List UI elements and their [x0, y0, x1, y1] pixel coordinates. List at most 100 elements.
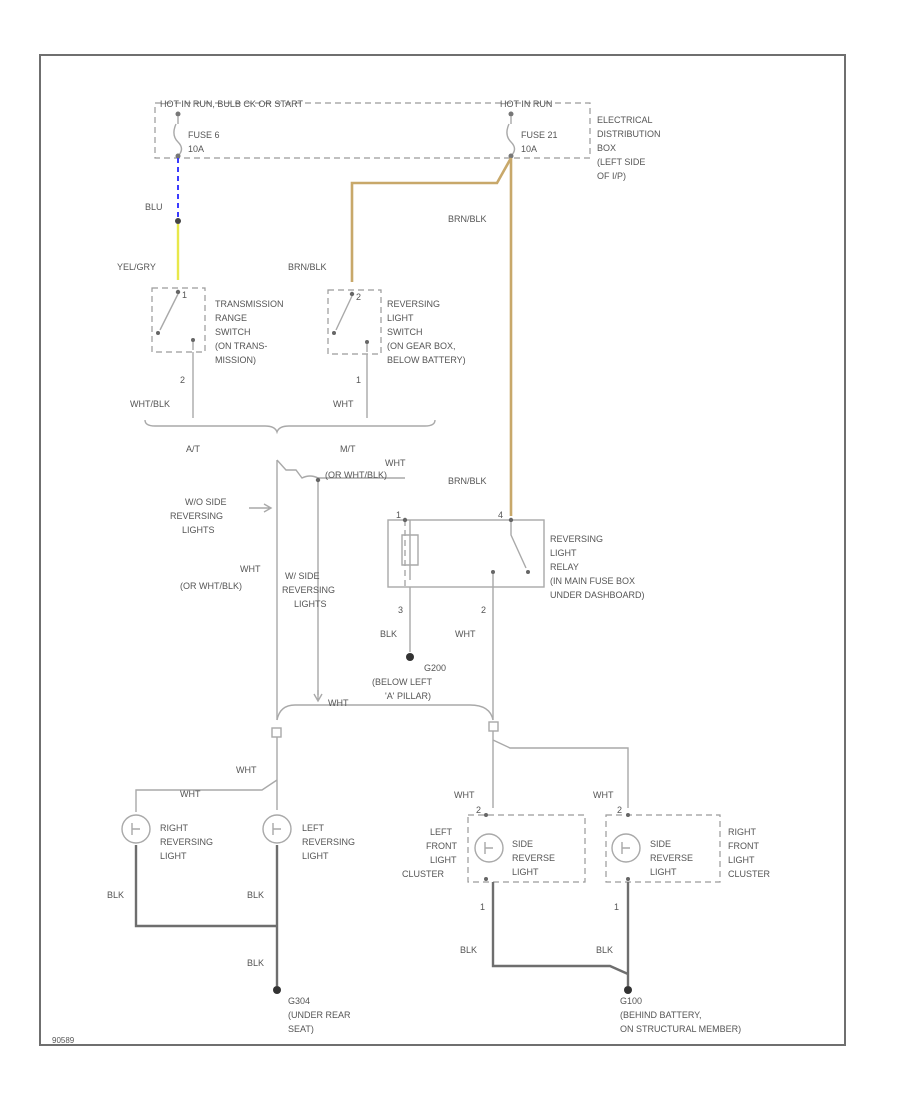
- side-lamp-right-1: SIDE: [650, 839, 671, 849]
- right-lamp-feed: [135, 779, 278, 812]
- wht-left-label-2: (OR WHT/BLK): [180, 581, 242, 591]
- option-brace: [144, 419, 436, 435]
- rev-label-3: SWITCH: [387, 327, 423, 337]
- fuse-6-rating: 10A: [188, 144, 204, 154]
- rev-label-2: LIGHT: [387, 313, 414, 323]
- right-front-cluster-2: FRONT: [728, 841, 759, 851]
- relay-label-1: REVERSING: [550, 534, 603, 544]
- hot-label-left: HOT IN RUN, BULB CK OR START: [160, 99, 304, 109]
- reversing-light-relay: 1 4 REVERSING LIGHT RELAY (IN MAIN FUSE …: [387, 510, 645, 600]
- mt-label: M/T: [340, 444, 356, 454]
- wht-side-right-label: WHT: [593, 790, 614, 800]
- right-front-cluster-4: CLUSTER: [728, 869, 771, 879]
- connector-left: [271, 727, 282, 738]
- left-front-cluster-1: LEFT: [430, 827, 453, 837]
- relay-pin-4: 4: [498, 510, 503, 520]
- w-side-note-2: REVERSING: [282, 585, 335, 595]
- rev-pin-top: 2: [356, 292, 361, 302]
- trans-label-3: SWITCH: [215, 327, 251, 337]
- left-front-cluster-2: FRONT: [426, 841, 457, 851]
- wo-side-note-1: W/O SIDE: [185, 497, 227, 507]
- g200-label-3: 'A' PILLAR): [385, 691, 431, 701]
- g100-ground: [624, 986, 632, 994]
- blk-side-left-label: BLK: [460, 945, 477, 955]
- g304-label-3: SEAT): [288, 1024, 314, 1034]
- brn-blk-wire-fuse21: [350, 157, 513, 282]
- blk-relay-label: BLK: [380, 629, 397, 639]
- trans-label-1: TRANSMISSION: [215, 299, 284, 309]
- rev-label-1: REVERSING: [387, 299, 440, 309]
- distribution-box-label-4: (LEFT SIDE: [597, 157, 645, 167]
- connector-right: [488, 721, 499, 732]
- fuse-21-rating: 10A: [521, 144, 537, 154]
- distribution-box-label-2: DISTRIBUTION: [597, 129, 661, 139]
- lamp-ground-wire-right: [134, 845, 277, 928]
- fuse-6: FUSE 6 10A: [173, 111, 220, 159]
- wht-main-wire: [276, 459, 405, 479]
- g304-label-2: (UNDER REAR: [288, 1010, 351, 1020]
- electrical-distribution-box: HOT IN RUN, BULB CK OR START HOT IN RUN …: [154, 99, 661, 181]
- relay-label-5: UNDER DASHBOARD): [550, 590, 645, 600]
- blk-lower-label: BLK: [247, 958, 264, 968]
- left-lamp-label-3: LIGHT: [302, 851, 329, 861]
- g100-label-2: (BEHIND BATTERY,: [620, 1010, 702, 1020]
- side-lamp-left-2: REVERSE: [512, 853, 555, 863]
- side-lamp-right-3: LIGHT: [650, 867, 677, 877]
- wht-relay-label: WHT: [455, 629, 476, 639]
- wo-side-note-3: LIGHTS: [182, 525, 215, 535]
- trans-label-4: (ON TRANS-: [215, 341, 267, 351]
- fuse-21-name: FUSE 21: [521, 130, 558, 140]
- right-front-cluster-3: LIGHT: [728, 855, 755, 865]
- wo-side-arrow: [249, 503, 273, 513]
- distribution-box-label-5: OF I/P): [597, 171, 626, 181]
- wo-side-note-2: REVERSING: [170, 511, 223, 521]
- or-wht-blk-top-label: (OR WHT/BLK): [325, 470, 387, 480]
- brn-blk-label-right: BRN/BLK: [448, 214, 487, 224]
- relay-pin-2: 2: [481, 605, 486, 615]
- side-l-pin-bottom: 1: [480, 902, 485, 912]
- g100-label-1: G100: [620, 996, 642, 1006]
- side-l-pin-top: 2: [476, 805, 481, 815]
- g100-label-3: ON STRUCTURAL MEMBER): [620, 1024, 741, 1034]
- blk-side-right-label: BLK: [596, 945, 613, 955]
- transmission-range-switch: 1 TRANSMISSION RANGE SWITCH (ON TRANS- M…: [151, 287, 284, 365]
- brn-blk-label-relay: BRN/BLK: [448, 476, 487, 486]
- side-ground-wire-left: [491, 882, 629, 976]
- g200-label-1: G200: [424, 663, 446, 673]
- relay-label-3: RELAY: [550, 562, 579, 572]
- side-r-pin-bottom: 1: [614, 902, 619, 912]
- wht-switch-label: WHT: [333, 399, 354, 409]
- left-front-cluster-4: CLUSTER: [402, 869, 445, 879]
- rev-label-5: BELOW BATTERY): [387, 355, 466, 365]
- trans-pin-top: 1: [182, 290, 187, 300]
- relay-pin-3: 3: [398, 605, 403, 615]
- blu-connector: [175, 218, 181, 224]
- relay-label-4: (IN MAIN FUSE BOX: [550, 576, 635, 586]
- w-side-note-1: W/ SIDE: [285, 571, 320, 581]
- yel-gry-label: YEL/GRY: [117, 262, 156, 272]
- fuse-21: FUSE 21 10A: [506, 111, 558, 159]
- hot-label-right: HOT IN RUN: [500, 99, 552, 109]
- distribution-box-label-1: ELECTRICAL: [597, 115, 653, 125]
- junction-wire: [276, 704, 494, 721]
- w-side-note-3: LIGHTS: [294, 599, 327, 609]
- at-label: A/T: [186, 444, 201, 454]
- wht-right-lamp-top-label: WHT: [180, 789, 201, 799]
- wht-top-label: WHT: [385, 458, 406, 468]
- side-lamp-left-1: SIDE: [512, 839, 533, 849]
- g304-label-1: G304: [288, 996, 310, 1006]
- right-lamp-label-2: REVERSING: [160, 837, 213, 847]
- relay-label-2: LIGHT: [550, 548, 577, 558]
- blk-right-lamp-label: BLK: [107, 890, 124, 900]
- figure-id: 90589: [52, 1036, 75, 1045]
- blu-label: BLU: [145, 202, 163, 212]
- fuse-6-name: FUSE 6: [188, 130, 220, 140]
- side-lamp-feed-right: [492, 739, 629, 808]
- trans-label-5: MISSION): [215, 355, 256, 365]
- wht-junction-label: WHT: [328, 698, 349, 708]
- right-front-cluster-1: RIGHT: [728, 827, 757, 837]
- wht-left-label-1: WHT: [240, 564, 261, 574]
- side-lamp-left-3: LIGHT: [512, 867, 539, 877]
- distribution-box-label-3: BOX: [597, 143, 616, 153]
